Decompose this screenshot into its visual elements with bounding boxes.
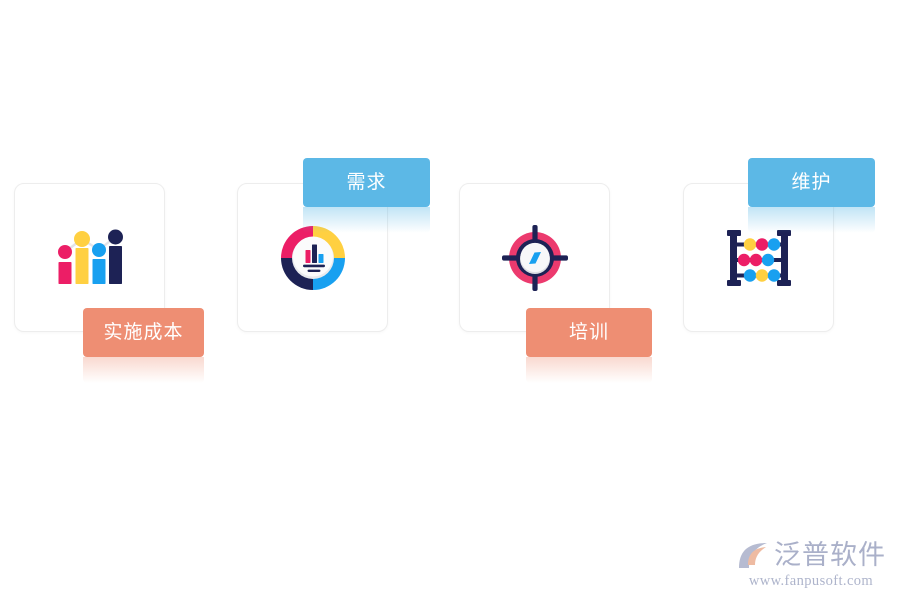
tag-implementation-cost[interactable]: 实施成本 <box>83 308 204 383</box>
tag-label: 维护 <box>791 172 832 193</box>
card-requirements[interactable] <box>237 183 388 332</box>
card-icon-slot <box>238 184 387 331</box>
tag-maintenance[interactable]: 维护 <box>748 158 875 233</box>
watermark-url-text: www.fanpusoft.com <box>748 572 874 589</box>
tag-requirements[interactable]: 需求 <box>303 158 430 233</box>
card-implementation-cost[interactable] <box>14 183 165 332</box>
watermark-brand-row: 泛普软件 <box>736 541 886 571</box>
donut-chart-icon <box>280 225 345 290</box>
fanpu-logo-icon <box>739 542 767 568</box>
watermark: 泛普软件 www.fanpusoft.com <box>736 541 886 589</box>
tag-label: 实施成本 <box>103 322 184 343</box>
tag-label: 需求 <box>346 172 387 193</box>
watermark-brand-text: 泛普软件 <box>774 540 886 571</box>
bar-chart-icon <box>57 229 123 284</box>
card-icon-slot <box>684 184 833 331</box>
card-icon-slot <box>15 184 164 331</box>
tag-label: 培训 <box>568 322 609 343</box>
card-maintenance[interactable] <box>683 183 834 332</box>
abacus-icon <box>726 229 791 286</box>
card-training[interactable] <box>459 183 610 332</box>
tag-training[interactable]: 培训 <box>526 308 652 383</box>
target-compass-icon <box>501 224 568 291</box>
card-icon-slot <box>460 184 609 331</box>
